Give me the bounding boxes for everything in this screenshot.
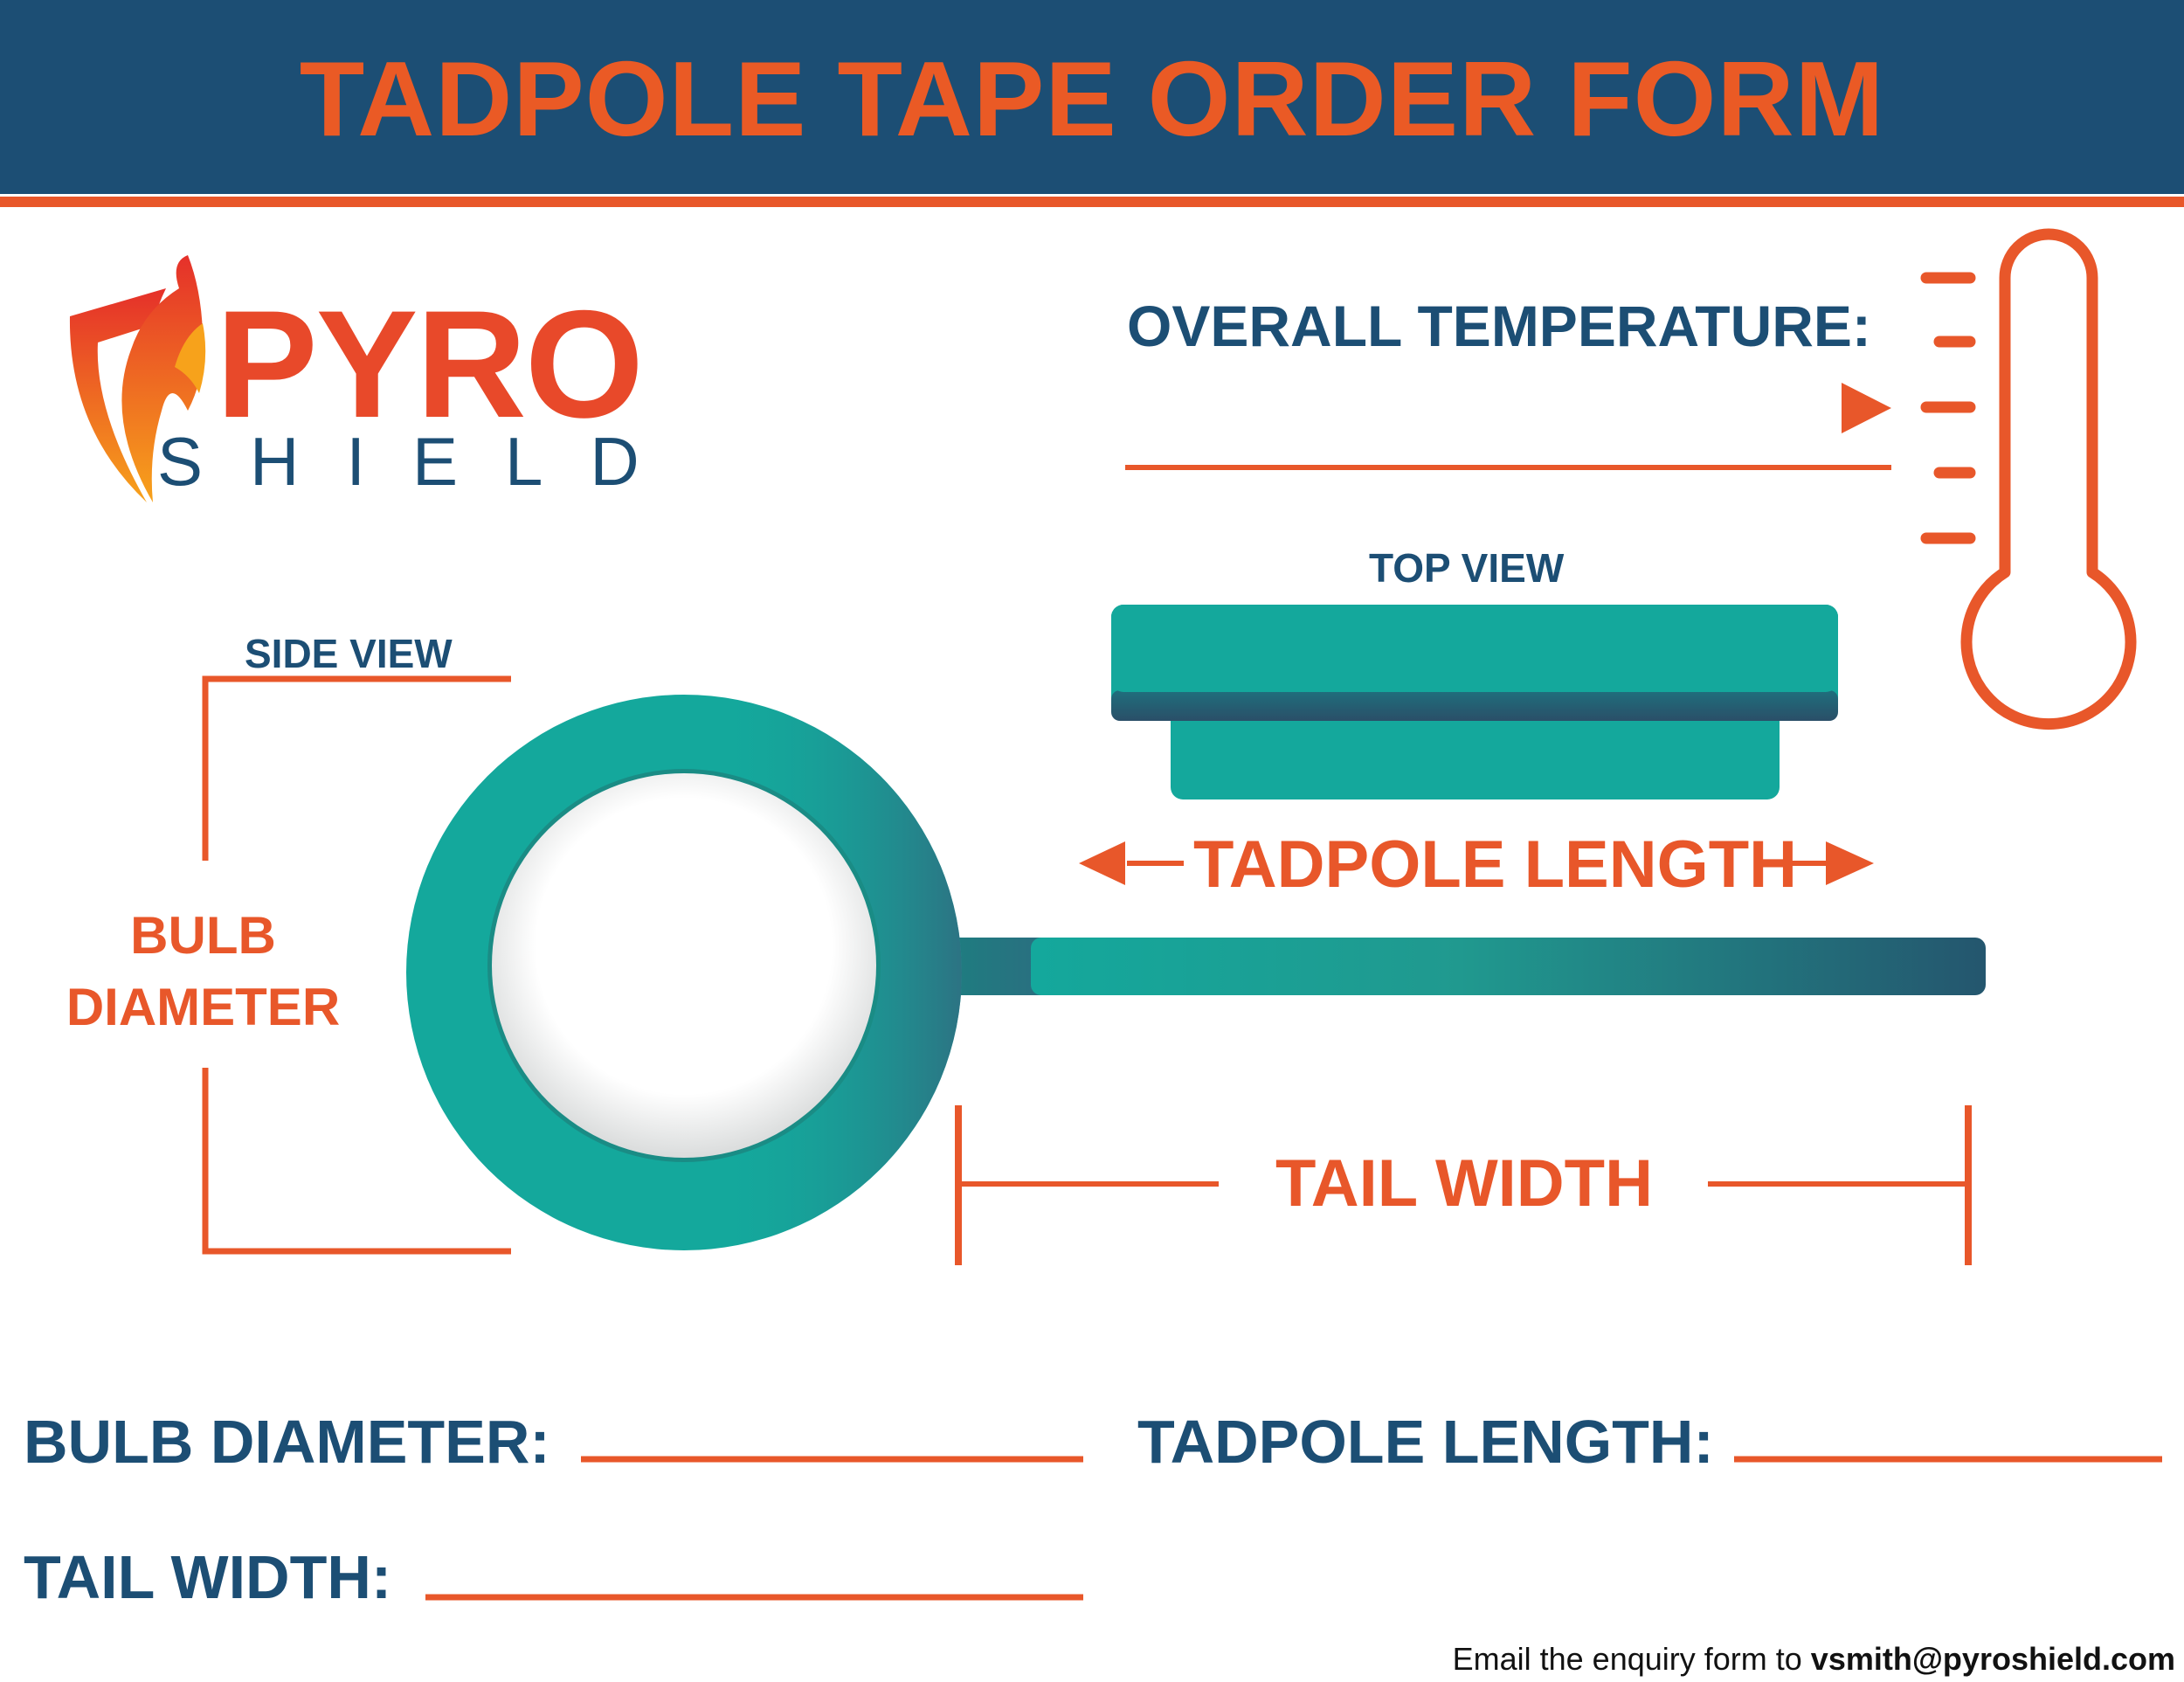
- tadpole-length-arrow: [1079, 841, 1874, 885]
- thermometer-icon: [1920, 228, 2137, 730]
- tail-width-dimension: [955, 1105, 1972, 1265]
- tail-width-field-label: TAIL WIDTH:: [24, 1543, 392, 1611]
- side-view-label: SIDE VIEW: [245, 631, 453, 676]
- header-divider: [0, 197, 2184, 207]
- bulb-diameter-diagram-label: BULB DIAMETER: [66, 906, 341, 1036]
- page-title: TADPOLE TAPE ORDER FORM: [299, 39, 1885, 158]
- overall-temperature-label: OVERALL TEMPERATURE:: [1127, 294, 1871, 358]
- footer-text: Email the enquiry form to: [1452, 1641, 1802, 1677]
- tadpole-tail: [943, 938, 1986, 995]
- tadpole-length-diagram-label: TADPOLE LENGTH: [1193, 827, 1798, 902]
- logo-pyro-text: PYRO: [216, 280, 644, 450]
- flame-shield-icon: [69, 255, 206, 502]
- pointer-arrow-icon: [1842, 383, 1891, 433]
- top-view-diagram: [1111, 605, 1838, 799]
- logo-shield-text: SHIELD: [157, 423, 687, 500]
- footer-email-link[interactable]: vsmith@pyroshield.com: [1810, 1641, 2175, 1677]
- tadpole-length-field-label: TADPOLE LENGTH:: [1137, 1408, 1714, 1476]
- bulb-diameter-field-label: BULB DIAMETER:: [24, 1408, 550, 1476]
- tail-width-diagram-label: TAIL WIDTH: [1275, 1146, 1653, 1221]
- top-view-label: TOP VIEW: [1369, 545, 1565, 591]
- tadpole-bulb: [406, 695, 962, 1250]
- header-bar: [0, 0, 2184, 194]
- bulb-diameter-bracket: [202, 675, 511, 1255]
- footer-contact: Email the enquiry form to vsmith@pyroshi…: [1453, 1640, 2175, 1679]
